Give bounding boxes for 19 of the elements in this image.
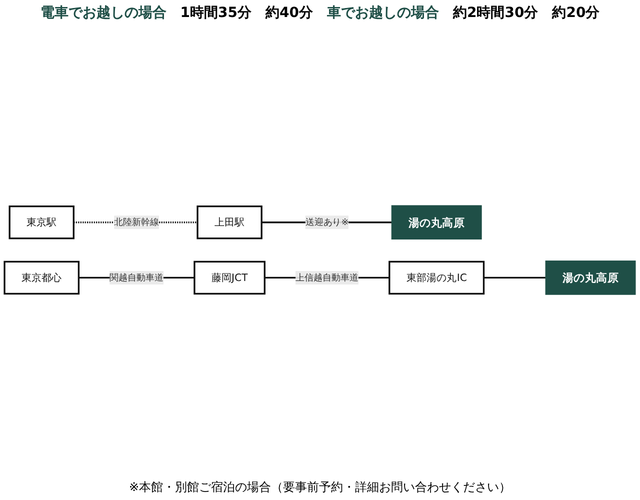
node-box: 湯の丸高原 bbox=[545, 261, 636, 296]
node-box: 東部湯の丸IC bbox=[388, 261, 485, 296]
travel-time: 約40分 bbox=[266, 4, 313, 22]
edge-label: 北陸新幹線 bbox=[114, 217, 160, 228]
node-box: 藤岡JCT bbox=[194, 261, 266, 296]
edge-label: 関越自動車道 bbox=[110, 272, 164, 284]
edge-label: 送迎あり※ bbox=[305, 217, 349, 228]
node-box: 上田駅 bbox=[196, 206, 262, 240]
node-box: 湯の丸高原 bbox=[391, 206, 482, 240]
footnote: ※本館・別館ご宿泊の場合（要事前予約・詳細お問い合わせください） bbox=[128, 479, 512, 496]
node-box: 東京都心 bbox=[4, 261, 80, 296]
edge-label: 上信越自動車道 bbox=[296, 272, 358, 284]
travel-time: 約2時間30分 bbox=[453, 4, 538, 22]
connector bbox=[484, 277, 546, 280]
section-heading: 電車でお越しの場合 bbox=[40, 4, 166, 22]
node-box: 東京駅 bbox=[8, 206, 74, 240]
travel-time: 1時間35分 bbox=[180, 4, 252, 22]
section-heading: 車でお越しの場合 bbox=[327, 4, 439, 22]
travel-time: 約20分 bbox=[552, 4, 600, 22]
